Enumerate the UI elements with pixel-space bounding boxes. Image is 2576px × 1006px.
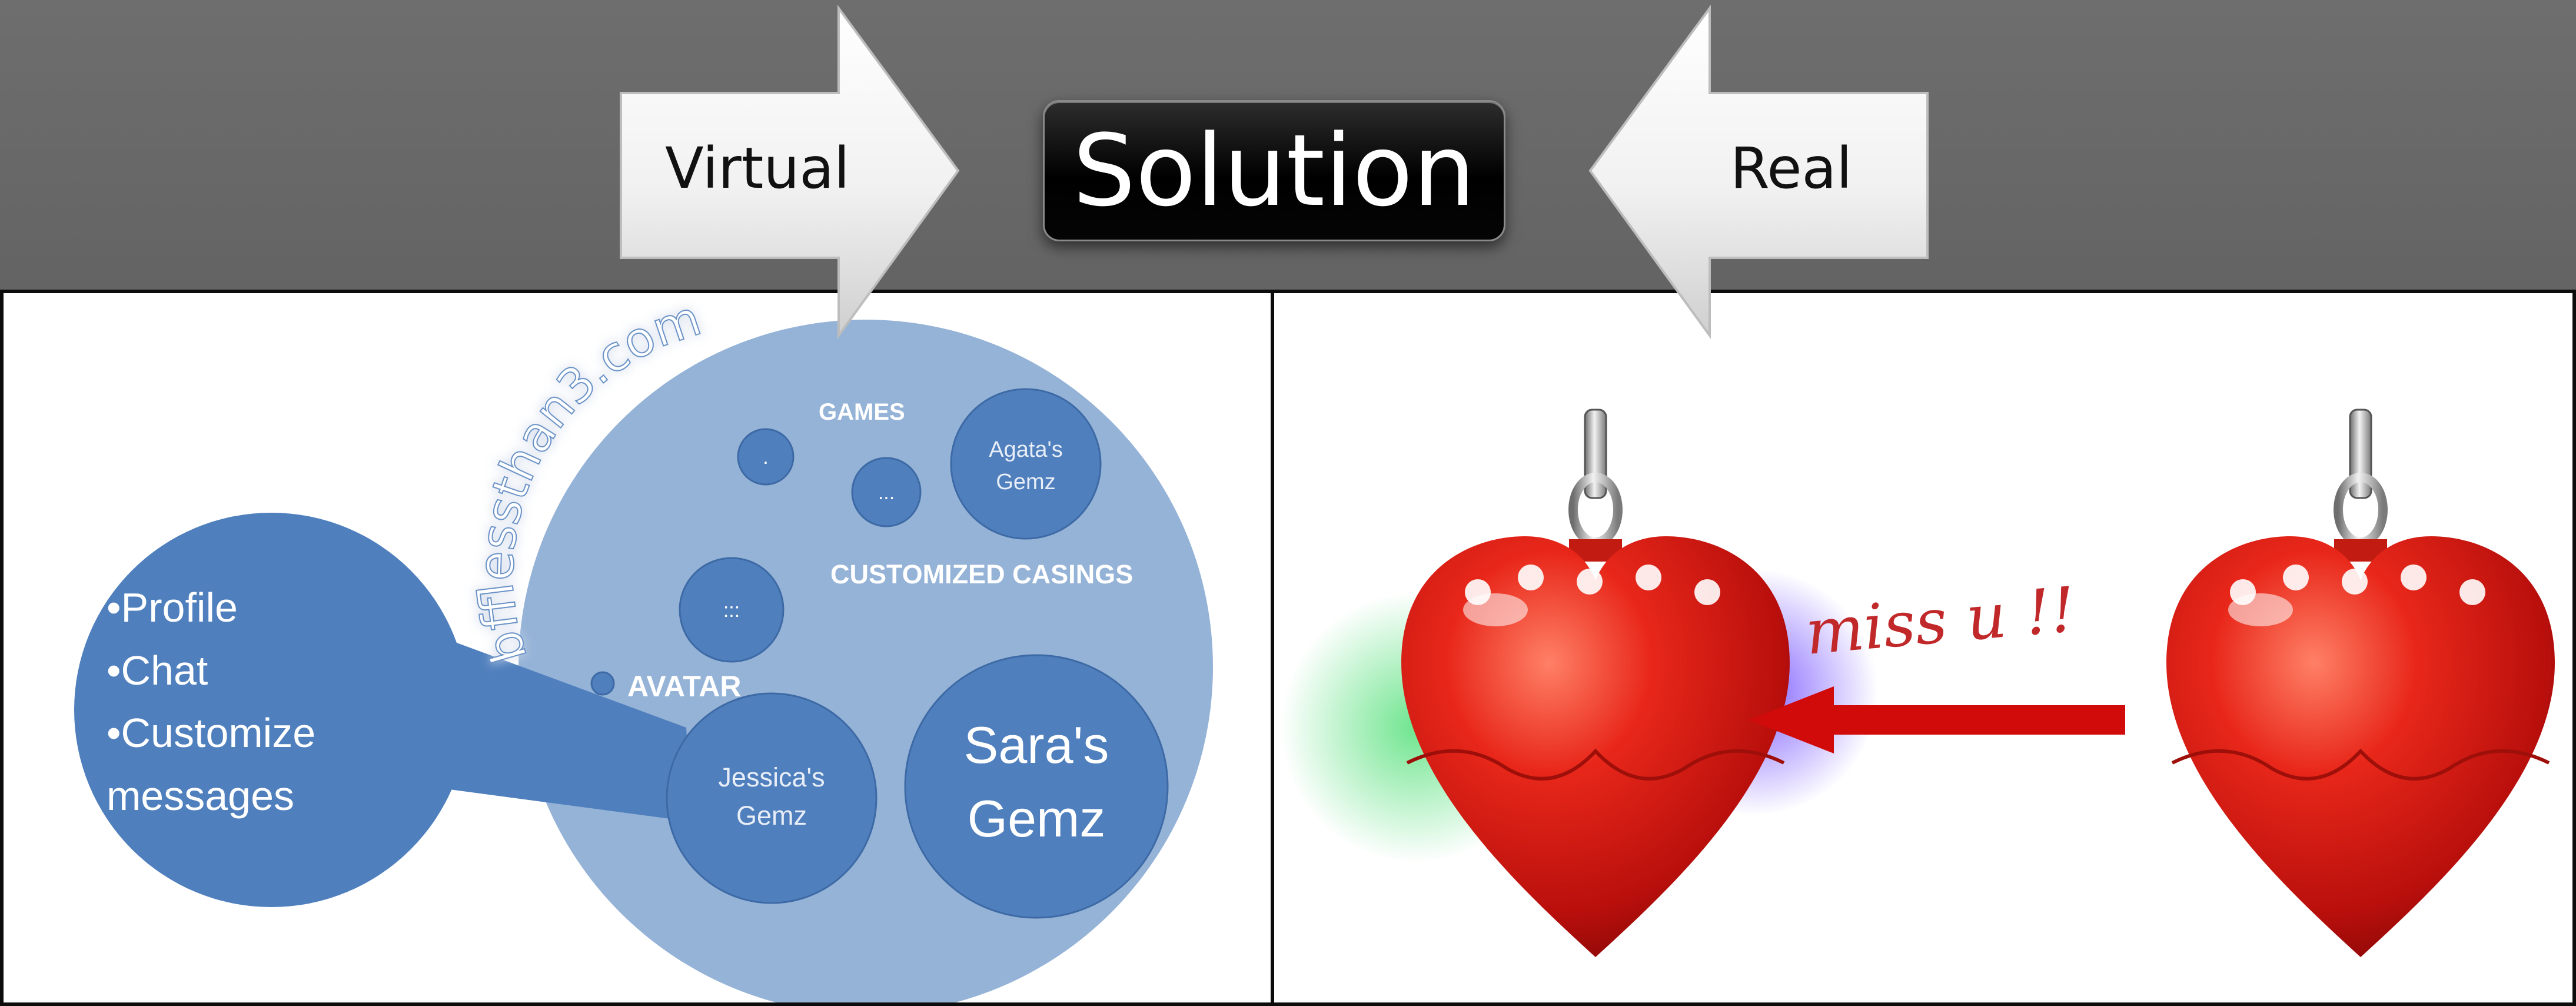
customized-casings-label: CUSTOMIZED CASINGS — [830, 559, 1133, 589]
jessica-gemz-word: Gemz — [736, 801, 807, 831]
left-heart-pendant — [1401, 410, 1790, 957]
agata-gemz-name: Agata's — [989, 437, 1063, 462]
small-circle-dot — [737, 428, 795, 486]
sara-gemz-circle — [904, 654, 1169, 919]
messages-item: messages — [107, 773, 294, 819]
small-circle-ellipsis — [851, 457, 922, 527]
small-circle-ellipsis-label: ... — [878, 482, 895, 504]
real-illustration: miss u !! — [1281, 293, 2576, 1006]
small-circle-colons — [679, 557, 785, 663]
real-arrow-label: Real — [1730, 135, 1852, 201]
agata-gemz-word: Gemz — [996, 470, 1055, 494]
avatar-dot — [590, 671, 615, 696]
profile-item: •Profile — [107, 585, 238, 630]
virtual-diagram: •Profile •Chat •Customize messages bffle… — [74, 293, 1213, 1002]
jessica-gemz-circle — [666, 692, 877, 904]
sara-gemz-name: Sara's — [964, 716, 1109, 774]
message-arrow-head — [1749, 686, 1834, 753]
virtual-arrow-label: Virtual — [665, 135, 850, 201]
real-panel: miss u !! — [1271, 290, 2576, 1006]
solution-title: Solution — [1043, 100, 1505, 241]
callout-tail — [416, 627, 692, 822]
profile-bubble — [74, 513, 468, 907]
message-arrow-shaft — [1828, 705, 2125, 735]
chat-item: •Chat — [107, 648, 208, 693]
sara-gemz-word: Gemz — [968, 789, 1106, 848]
miss-you-message: miss u !! — [1803, 573, 2079, 669]
small-circle-dot-label: . — [763, 446, 768, 469]
virtual-panel: •Profile •Chat •Customize messages bffle… — [0, 290, 1274, 1006]
jessica-gemz-name: Jessica's — [718, 762, 825, 792]
small-circle-colons-label: ::: — [723, 599, 740, 622]
right-heart-pendant — [2166, 410, 2555, 957]
customize-item: •Customize — [107, 710, 315, 756]
games-label: GAMES — [819, 399, 905, 425]
avatar-label: AVATAR — [627, 670, 741, 703]
agata-gemz-circle — [950, 388, 1102, 540]
